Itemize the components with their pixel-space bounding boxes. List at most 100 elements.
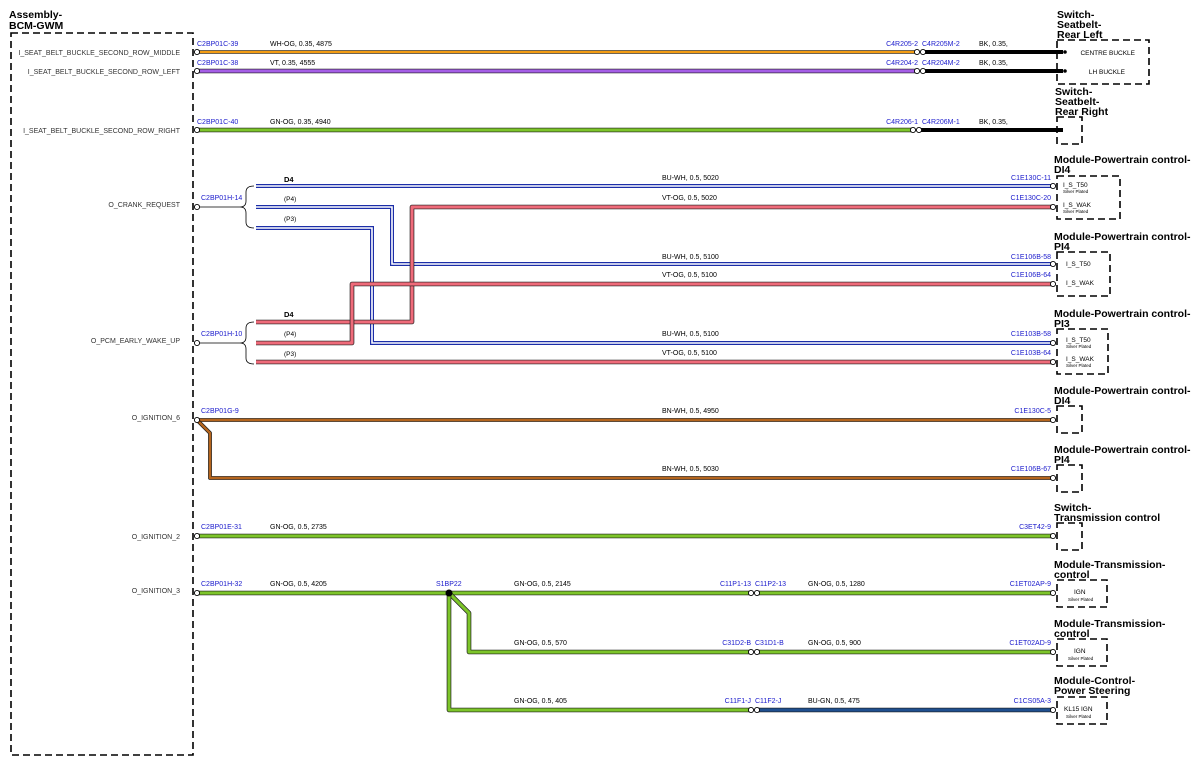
assembly-bcm-gwm: Assembly- BCM-GWM <box>9 9 194 756</box>
connector-label: C31D2-B <box>722 640 751 647</box>
wire-spec: GN-OG, 0.5, 570 <box>514 640 567 647</box>
module-title: Switch- <box>1055 86 1093 98</box>
wire-spec: BK, 0.35, <box>979 119 1008 126</box>
module-seatbelt-rear-right: Switch- Seatbelt- Rear Right <box>1055 86 1109 145</box>
variant-label: (P4) <box>284 196 296 203</box>
wire-spec: VT-OG, 0.5, 5020 <box>662 195 717 202</box>
pin-label: O_PCM_EARLY_WAKE_UP <box>91 338 180 345</box>
module-pcm-pi3: Module-Powertrain control- PI3 I_S_T50 S… <box>1054 308 1191 375</box>
module-pin-label: I_S_WAK <box>1063 202 1092 209</box>
wire-spec: GN-OG, 0.5, 900 <box>808 640 861 647</box>
module-title: Module-Powertrain control- <box>1054 308 1191 320</box>
buckle-terminal <box>1063 50 1067 54</box>
wire-crank-p4-core <box>256 206 1053 265</box>
assembly-box <box>10 32 194 756</box>
splice-dot <box>445 589 453 597</box>
pin-label: O_CRANK_REQUEST <box>108 202 180 209</box>
bcm-terminal <box>193 416 201 424</box>
connector-label: C2BP01H-32 <box>201 581 242 588</box>
module-terminal <box>1049 358 1057 366</box>
connector-label: C4R204M-2 <box>922 60 960 67</box>
variant-label: (P4) <box>284 331 296 338</box>
module-pin-label: CENTRE BUCKLE <box>1080 50 1135 57</box>
connector-label: C1E103B-64 <box>1011 350 1051 357</box>
connector-labels: C2BP01C-39 C2BP01C-38 C2BP01C-40 C2BP01H… <box>197 41 1051 705</box>
connector-label: C11P2-13 <box>755 581 786 588</box>
module-terminal <box>1049 648 1057 656</box>
connector-label: C1ET02AD-9 <box>1009 640 1051 647</box>
module-box <box>1056 405 1083 434</box>
module-pin-label: I_S_T50 <box>1066 261 1091 268</box>
wire-spec: BU-WH, 0.5, 5020 <box>662 175 719 182</box>
module-box <box>1056 175 1121 220</box>
connector-label: C2BP01E-31 <box>201 524 242 531</box>
module-title: DI4 <box>1054 395 1071 407</box>
wire-spec: BU-WH, 0.5, 5100 <box>662 331 719 338</box>
wire-spec: BN-WH, 0.5, 4950 <box>662 408 719 415</box>
connector-label: C2BP01H-14 <box>201 195 242 202</box>
module-title: Module-Powertrain control- <box>1054 444 1191 456</box>
module-title: Module-Transmission- <box>1054 618 1166 630</box>
module-transmission-a: Module-Transmission- control IGN Silver … <box>1054 559 1166 608</box>
module-title: Switch- <box>1057 9 1095 21</box>
connector-label: C1E130C-5 <box>1014 408 1051 415</box>
bcm-terminal <box>193 67 201 75</box>
module-pin-note: Silver Plated <box>1063 189 1089 194</box>
inline-connector-terminal <box>753 706 761 714</box>
connector-label: C2BP01C-38 <box>197 60 238 67</box>
module-pin-note: Silver Plated <box>1068 656 1094 661</box>
bcm-terminal <box>193 203 201 211</box>
wire-spec: VT-OG, 0.5, 5100 <box>662 272 717 279</box>
connector-label: C11P1-13 <box>720 581 751 588</box>
inline-connector-terminal <box>747 706 755 714</box>
wire-spec: VT-OG, 0.5, 5100 <box>662 350 717 357</box>
module-pin-label: I_S_WAK <box>1066 356 1095 363</box>
module-box <box>1056 39 1150 85</box>
connector-label: C1E130C-11 <box>1011 175 1051 182</box>
inline-connector-terminal <box>913 48 921 56</box>
inline-connector-terminal <box>913 67 921 75</box>
wire-spec: BN-WH, 0.5, 5030 <box>662 466 719 473</box>
module-title: PI4 <box>1054 241 1070 253</box>
connector-label: C4R205-2 <box>886 41 918 48</box>
variant-label: D4 <box>284 310 294 319</box>
pin-label: I_SEAT_BELT_BUCKLE_SECOND_ROW_LEFT <box>28 69 181 76</box>
module-pin-note: Silver Plated <box>1066 714 1092 719</box>
inline-connector-terminal <box>919 67 927 75</box>
module-pin-label: LH BUCKLE <box>1089 69 1126 76</box>
module-terminal <box>1049 532 1057 540</box>
module-box <box>1056 251 1111 297</box>
pin-label: O_IGNITION_2 <box>132 534 180 541</box>
module-pin-note: Silver Plated <box>1066 363 1092 368</box>
module-box <box>1056 522 1083 551</box>
module-box <box>1056 579 1108 608</box>
pin-labels: I_SEAT_BELT_BUCKLE_SECOND_ROW_MIDDLE I_S… <box>18 50 180 595</box>
buckle-terminal <box>1063 69 1067 73</box>
connector-label: C4R206-1 <box>886 119 918 126</box>
module-title: Switch- <box>1054 502 1092 514</box>
wire-spec: WH-OG, 0.35, 4875 <box>270 41 332 48</box>
module-terminal <box>1049 203 1057 211</box>
inline-connector-terminal <box>747 648 755 656</box>
inline-connector-terminal <box>915 126 923 134</box>
variant-label: D4 <box>284 175 294 184</box>
module-terminal <box>1049 280 1057 288</box>
connector-label: C31D1-B <box>755 640 784 647</box>
module-title: Module-Powertrain control- <box>1054 231 1191 243</box>
inline-connector-terminal <box>753 648 761 656</box>
crank-bracket <box>198 185 255 229</box>
wire-ignition6-b-outline <box>195 418 1053 480</box>
module-seatbelt-rear-left: Switch- Seatbelt- Rear Left CENTRE BUCKL… <box>1056 9 1150 85</box>
module-box <box>1056 328 1109 375</box>
wire-spec: BK, 0.35, <box>979 60 1008 67</box>
connector-label: C1E106B-58 <box>1011 254 1051 261</box>
variant-labels: D4 (P4) (P3) D4 (P4) (P3) <box>284 175 296 358</box>
wake-bracket <box>198 321 255 365</box>
module-box <box>1056 464 1083 493</box>
module-title: PI3 <box>1054 318 1070 330</box>
module-pcm-di4-b: Module-Powertrain control- DI4 <box>1054 385 1191 434</box>
inline-connector-terminal <box>909 126 917 134</box>
variant-label: (P3) <box>284 216 296 223</box>
module-terminal <box>1049 182 1057 190</box>
